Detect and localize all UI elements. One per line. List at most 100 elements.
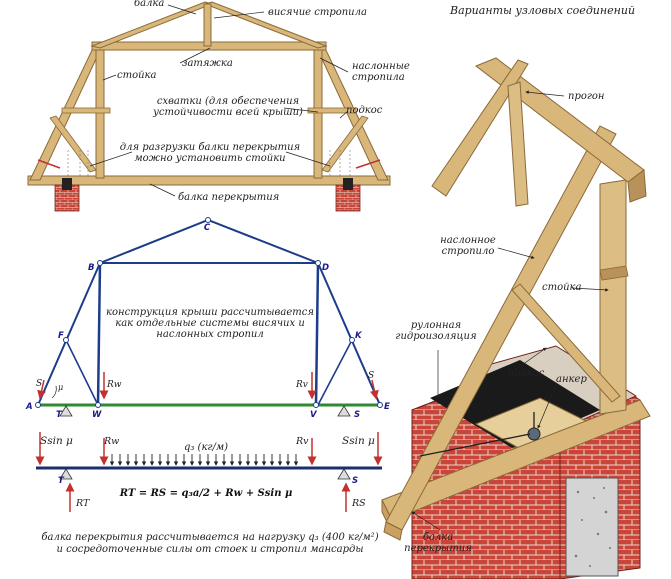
- label-q3: q₃ (кг/м): [184, 442, 228, 453]
- text-line: балка: [423, 532, 453, 543]
- leader-tie: [179, 47, 211, 64]
- label-beam-s: S: [352, 476, 358, 486]
- beam-calculation: Ssin μ Ssin μ Rw Rv q₃ (кг/м) T S RT RS …: [35, 432, 383, 555]
- text-line: наслонное: [440, 235, 496, 246]
- point-a: A: [25, 402, 33, 412]
- calc-support-t: [59, 468, 73, 480]
- label-3d-strut: подкос: [508, 368, 545, 379]
- text-line: гидроизоляция: [395, 331, 476, 342]
- leader-unload: [89, 151, 331, 167]
- point-e: E: [384, 402, 390, 412]
- left-collar-brace: [61, 107, 111, 114]
- label-beam-t: T: [58, 476, 65, 486]
- node-details-illustration: Варианты узловых соединений: [381, 4, 651, 579]
- point-v: V: [310, 410, 318, 420]
- label-rw: Rw: [106, 380, 122, 390]
- anchor-wire: [419, 412, 535, 457]
- label-floor-beam: балка перекрытия: [178, 192, 279, 203]
- mansard-frame-diagram: балка висячие стропила затяжка стойка на…: [27, 0, 410, 212]
- scheme-right-rafter: [317, 262, 381, 406]
- scheme-right-strut: [317, 339, 353, 406]
- left-anchor: [62, 178, 72, 190]
- label-beam-rw: Rw: [103, 436, 119, 447]
- label-hanging-rafters: висячие стропила: [268, 7, 367, 18]
- text-line: стропила: [352, 72, 405, 83]
- point-w: W: [92, 410, 102, 420]
- leader-post: [102, 74, 117, 81]
- scheme-upper-truss: [99, 218, 319, 264]
- 3d-purlin: [474, 57, 645, 183]
- text-line: наслонные: [352, 61, 410, 72]
- angle-mu-arc: [51, 385, 57, 399]
- leader-floor-beam: [149, 183, 176, 197]
- text-line: балка перекрытия рассчитывается на нагру…: [41, 532, 378, 543]
- support-s: [337, 405, 351, 417]
- leader-strut: [339, 110, 349, 119]
- 3d-upper-post: [507, 81, 529, 207]
- label-3d-post: стойка: [542, 282, 582, 293]
- arrow-s-right: [369, 379, 379, 400]
- point-b: B: [88, 263, 94, 273]
- text-line: схватки (для обеспечения: [157, 96, 299, 107]
- 3d-upper-rafter: [431, 59, 529, 197]
- label-rs: RS: [351, 498, 366, 509]
- left-strut: [49, 115, 97, 173]
- label-strut: подкос: [346, 105, 383, 116]
- label-post: стойка: [117, 70, 157, 81]
- label-anchor: анкер: [556, 374, 587, 385]
- text-line: рулонная: [411, 320, 461, 331]
- label-mu: μ: [58, 383, 63, 392]
- leader-braces: [283, 107, 319, 113]
- label-rt: RT: [75, 498, 90, 509]
- leader-hanging: [213, 11, 265, 19]
- label-ssin-left: Ssin μ: [40, 435, 73, 447]
- text-line: перекрытия: [404, 543, 472, 554]
- calc-support-s: [337, 468, 351, 480]
- leader-balka: [167, 4, 197, 15]
- support-t: [59, 405, 73, 417]
- text-line: устойчивости всей крыши): [152, 107, 303, 118]
- red-ties: [37, 159, 381, 169]
- 3d-post: [599, 179, 627, 415]
- text-line: конструкция крыши рассчитывается: [106, 307, 314, 318]
- right-anchor: [343, 178, 353, 190]
- scheme-right-post: [314, 262, 320, 406]
- point-s: S: [354, 410, 360, 420]
- beam-formula: RT = RS = q₃a/2 + Rw + Ssin μ: [119, 488, 293, 499]
- 3d-strut: [511, 283, 621, 403]
- arrow-s-left: [37, 379, 47, 400]
- label-balka: балка: [134, 0, 164, 9]
- king-post: [203, 3, 212, 47]
- structural-scheme: C B D F K A E T W V S Rw Rv S S μ констр…: [25, 217, 390, 420]
- floor-beam: [27, 175, 391, 186]
- concrete-speckle: [574, 487, 611, 567]
- right-title: Варианты узловых соединений: [449, 4, 635, 17]
- label-s-left: S: [36, 379, 42, 389]
- text-line: и сосредоточенные силы от стоек и стропи…: [57, 544, 364, 555]
- point-f: F: [58, 331, 64, 341]
- text-line: можно установить стойки: [134, 153, 285, 164]
- label-purlin: прогон: [568, 91, 605, 102]
- text-line: для разгрузки балки перекрытия: [120, 142, 300, 153]
- text-line: как отдельные системы висячих и: [115, 318, 305, 329]
- text-line: стропило: [442, 246, 495, 257]
- label-s-right: S: [368, 371, 374, 381]
- distributed-load: [109, 454, 299, 466]
- text-line: наслонных стропил: [156, 329, 263, 340]
- concrete-block: [565, 477, 619, 577]
- point-c: C: [204, 223, 211, 233]
- scheme-left-post: [96, 262, 102, 406]
- scheme-left-strut: [65, 339, 99, 406]
- optional-posts: [67, 150, 351, 176]
- label-tie: затяжка: [182, 58, 233, 69]
- leader-layered: [319, 57, 349, 73]
